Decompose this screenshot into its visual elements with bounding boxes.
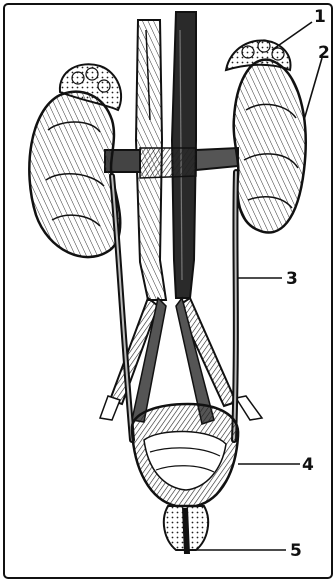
left-kidney (29, 64, 121, 257)
urethra (164, 506, 208, 554)
renal-vessels (105, 148, 238, 178)
callout-4: 4 (302, 455, 314, 475)
callout-1: 1 (314, 7, 326, 27)
callout-2: 2 (318, 43, 330, 63)
leader-line-1 (272, 22, 312, 50)
callout-5: 5 (290, 541, 302, 561)
callout-3: 3 (286, 269, 298, 289)
bladder (132, 404, 238, 506)
leader-line-2 (304, 58, 322, 120)
